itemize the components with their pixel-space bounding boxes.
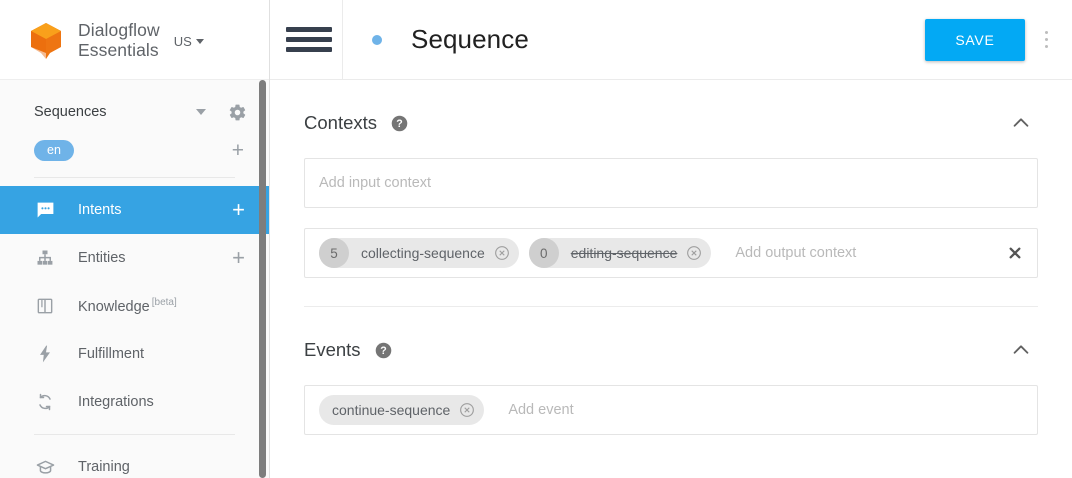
- integrations-icon: [34, 391, 56, 413]
- add-intent-icon[interactable]: +: [232, 197, 245, 222]
- help-icon[interactable]: ?: [391, 115, 408, 132]
- clear-contexts-icon[interactable]: [1007, 245, 1023, 261]
- sidebar-item-label: Intents: [78, 202, 122, 218]
- remove-context-icon[interactable]: [494, 245, 510, 261]
- context-chip[interactable]: 0 editing-sequence: [528, 238, 712, 268]
- more-options-icon[interactable]: [1039, 23, 1055, 57]
- intent-status-dot-icon: [372, 34, 382, 45]
- sidebar-scrollbar[interactable]: [259, 80, 266, 478]
- agent-selector-row[interactable]: Sequences: [0, 92, 269, 132]
- contexts-title: Contexts: [304, 112, 378, 133]
- gear-icon[interactable]: [228, 103, 247, 122]
- language-chip-en[interactable]: en: [34, 139, 74, 161]
- brand-name-line1: Dialogflow: [78, 19, 160, 40]
- sidebar-item-knowledge[interactable]: Knowledge[beta]: [0, 282, 269, 330]
- region-selector[interactable]: US: [174, 30, 204, 49]
- output-context-placeholder: Add output context: [735, 245, 857, 261]
- sidebar-item-label: Entities: [78, 250, 126, 266]
- input-context-placeholder: Add input context: [319, 175, 432, 191]
- event-chip-label: continue-sequence: [332, 402, 451, 418]
- context-lifespan-badge: 5: [319, 238, 349, 268]
- sidebar-item-entities[interactable]: Entities +: [0, 234, 269, 282]
- help-icon[interactable]: ?: [375, 342, 392, 359]
- sidebar-item-intents[interactable]: Intents +: [0, 186, 269, 234]
- sidebar-divider: [34, 177, 235, 178]
- sidebar-nav: Intents + Entities +: [0, 186, 269, 478]
- contexts-header: Contexts ?: [304, 108, 1038, 138]
- remove-event-icon[interactable]: [459, 402, 475, 418]
- context-chip-label: collecting-sequence: [361, 245, 485, 261]
- sidebar: Dialogflow Essentials US Sequences en +: [0, 0, 270, 478]
- topbar-divider: [342, 0, 343, 80]
- events-field[interactable]: continue-sequence Add event: [304, 385, 1038, 435]
- chevron-down-icon[interactable]: [196, 109, 206, 115]
- save-button[interactable]: SAVE: [925, 18, 1025, 61]
- sidebar-nav-divider: [34, 434, 235, 435]
- add-language-icon[interactable]: +: [231, 138, 244, 162]
- hamburger-menu-icon[interactable]: [286, 27, 332, 52]
- entities-icon: [34, 247, 56, 269]
- svg-text:?: ?: [380, 345, 386, 357]
- topbar-actions: SAVE: [925, 18, 1072, 61]
- sidebar-item-label: Knowledge[beta]: [78, 297, 247, 315]
- events-title: Events: [304, 339, 361, 360]
- events-header: Events ?: [304, 335, 1038, 365]
- beta-badge: [beta]: [151, 297, 177, 309]
- sidebar-item-fulfillment[interactable]: Fulfillment: [0, 330, 269, 378]
- sidebar-item-label: Integrations: [78, 394, 154, 410]
- main-panel: Sequence SAVE Contexts ?: [270, 0, 1072, 478]
- event-chip[interactable]: continue-sequence: [319, 395, 485, 425]
- intents-icon: [34, 199, 56, 221]
- context-chip-label: editing-sequence: [570, 245, 678, 261]
- sidebar-item-training[interactable]: Training: [0, 443, 269, 478]
- agent-name: Sequences: [34, 104, 107, 120]
- sidebar-item-label: Fulfillment: [78, 346, 145, 362]
- fulfillment-icon: [34, 343, 56, 365]
- region-label: US: [173, 34, 192, 49]
- page-title: Sequence: [411, 24, 529, 54]
- sidebar-item-label: Training: [78, 459, 130, 475]
- output-context-field[interactable]: 5 collecting-sequence 0 editing-sequence: [304, 228, 1038, 278]
- language-row: en +: [0, 132, 269, 168]
- brand-name-line2: Essentials: [78, 39, 159, 60]
- topbar: Sequence SAVE: [270, 0, 1072, 80]
- chevron-down-icon: [195, 39, 204, 44]
- collapse-contexts-icon[interactable]: [1010, 112, 1032, 134]
- context-chip[interactable]: 5 collecting-sequence: [319, 238, 519, 268]
- dialogflow-logo-icon: [26, 20, 66, 60]
- section-divider: [304, 306, 1038, 307]
- add-entity-icon[interactable]: +: [232, 245, 245, 270]
- svg-text:?: ?: [396, 118, 402, 130]
- input-context-field[interactable]: Add input context: [304, 158, 1038, 208]
- sidebar-item-integrations[interactable]: Integrations: [0, 378, 269, 426]
- remove-context-icon[interactable]: [686, 245, 702, 261]
- event-placeholder: Add event: [508, 402, 574, 418]
- training-icon: [34, 456, 56, 478]
- knowledge-icon: [34, 295, 56, 317]
- contexts-section: Contexts ? Add input context: [304, 80, 1038, 307]
- events-section: Events ? continue-: [304, 307, 1038, 435]
- knowledge-text: Knowledge: [78, 298, 150, 315]
- intent-editor-content: Contexts ? Add input context: [270, 80, 1072, 478]
- collapse-events-icon[interactable]: [1010, 339, 1032, 361]
- context-lifespan-badge: 0: [528, 238, 559, 268]
- brand-header[interactable]: Dialogflow Essentials US: [0, 0, 269, 80]
